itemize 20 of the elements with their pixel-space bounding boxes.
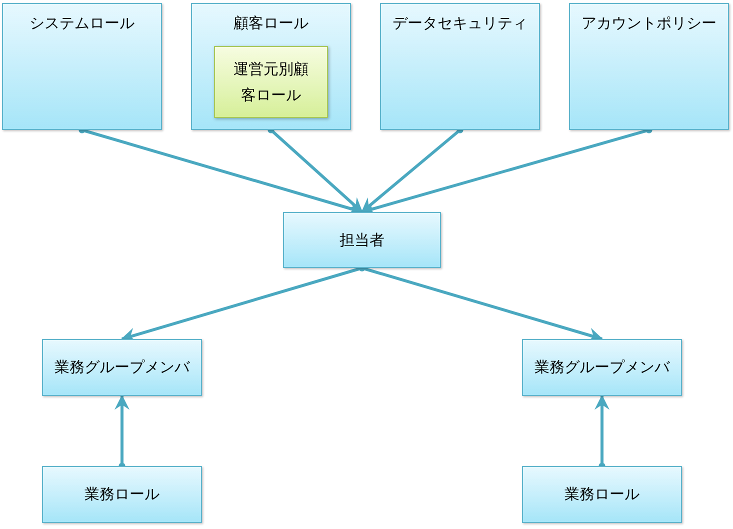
node-label: 業務ロール: [564, 484, 640, 506]
role-box: [380, 3, 540, 130]
role-box: [191, 3, 351, 130]
node-label: データセキュリティ: [392, 13, 528, 34]
node-label: 業務ロール: [84, 484, 160, 506]
node-label: アカウントポリシー: [582, 13, 716, 34]
role-box: [42, 339, 202, 396]
node-label: 運営元別顧客ロール: [233, 58, 309, 106]
role-box: [2, 3, 162, 130]
node-label: システムロール: [30, 13, 134, 34]
node-label: 業務グループメンバ: [54, 357, 190, 378]
role-box: [522, 339, 682, 396]
role-box: [283, 212, 441, 268]
nested-box: [214, 46, 328, 118]
node-label: 業務グループメンバ: [534, 357, 670, 378]
role-box: [522, 466, 682, 523]
role-box: [569, 3, 729, 130]
node-label: 担当者: [340, 230, 384, 251]
role-box: [42, 466, 202, 523]
node-label: 顧客ロール: [234, 13, 308, 34]
